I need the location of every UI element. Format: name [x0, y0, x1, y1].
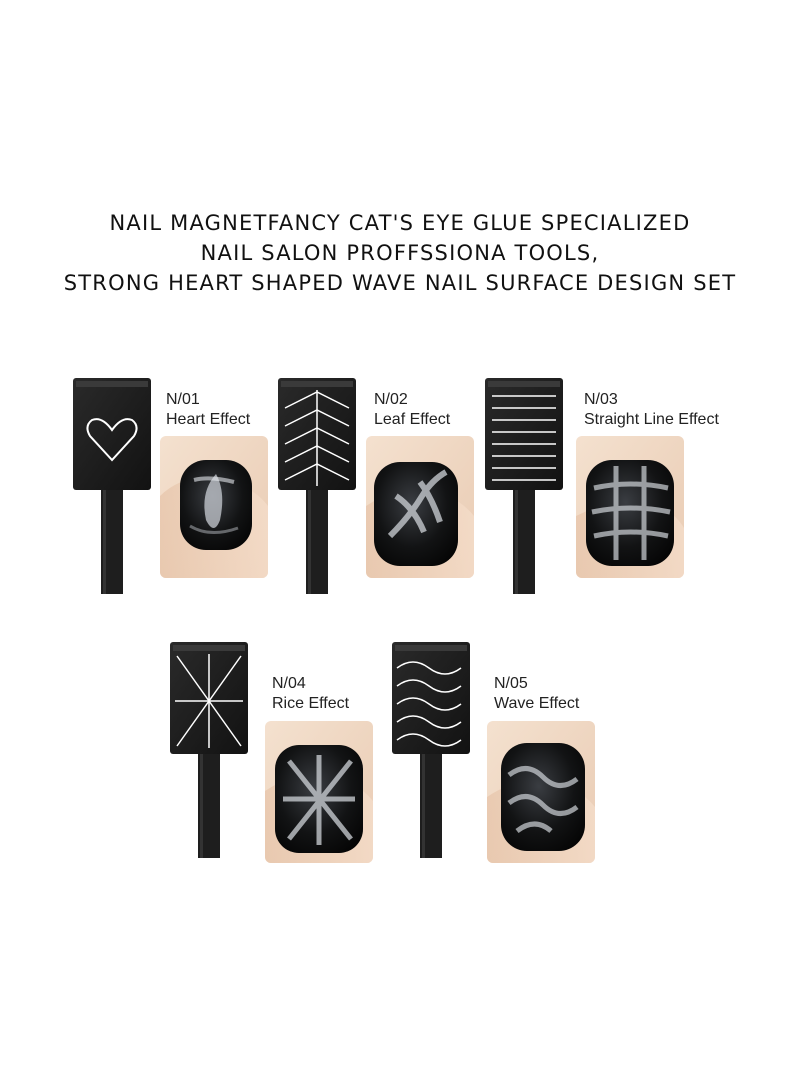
lines-magnet-icon: [485, 378, 563, 594]
product-code: N/03: [584, 391, 618, 408]
leaf-nail-image: [366, 436, 474, 578]
product-name: Wave Effect: [494, 695, 580, 712]
wave-nail-image: [487, 721, 595, 863]
rice-nail-image: [265, 721, 373, 863]
product-code: N/02: [374, 391, 408, 408]
product-code: N/01: [166, 391, 200, 408]
rice-magnet-icon: [170, 642, 248, 858]
title-line-2: NAIL SALON PROFFSSIONA TOOLS,: [200, 241, 600, 265]
lines-nail-image: [576, 436, 684, 578]
product-title: NAIL MAGNETFANCY CAT'S EYE GLUE SPECIALI…: [0, 208, 800, 298]
title-line-1: NAIL MAGNETFANCY CAT'S EYE GLUE SPECIALI…: [109, 211, 691, 235]
leaf-magnet-icon: [278, 378, 356, 594]
product-code: N/05: [494, 675, 528, 692]
wave-magnet-icon: [392, 642, 470, 858]
product-name: Leaf Effect: [374, 411, 451, 428]
heart-magnet-icon: [73, 378, 151, 594]
product-name: Heart Effect: [166, 411, 251, 428]
product-name: Straight Line Effect: [584, 411, 719, 428]
product-name: Rice Effect: [272, 695, 350, 712]
product-code: N/04: [272, 675, 306, 692]
heart-nail-image: [160, 436, 268, 578]
title-line-3: STRONG HEART SHAPED WAVE NAIL SURFACE DE…: [63, 271, 737, 295]
